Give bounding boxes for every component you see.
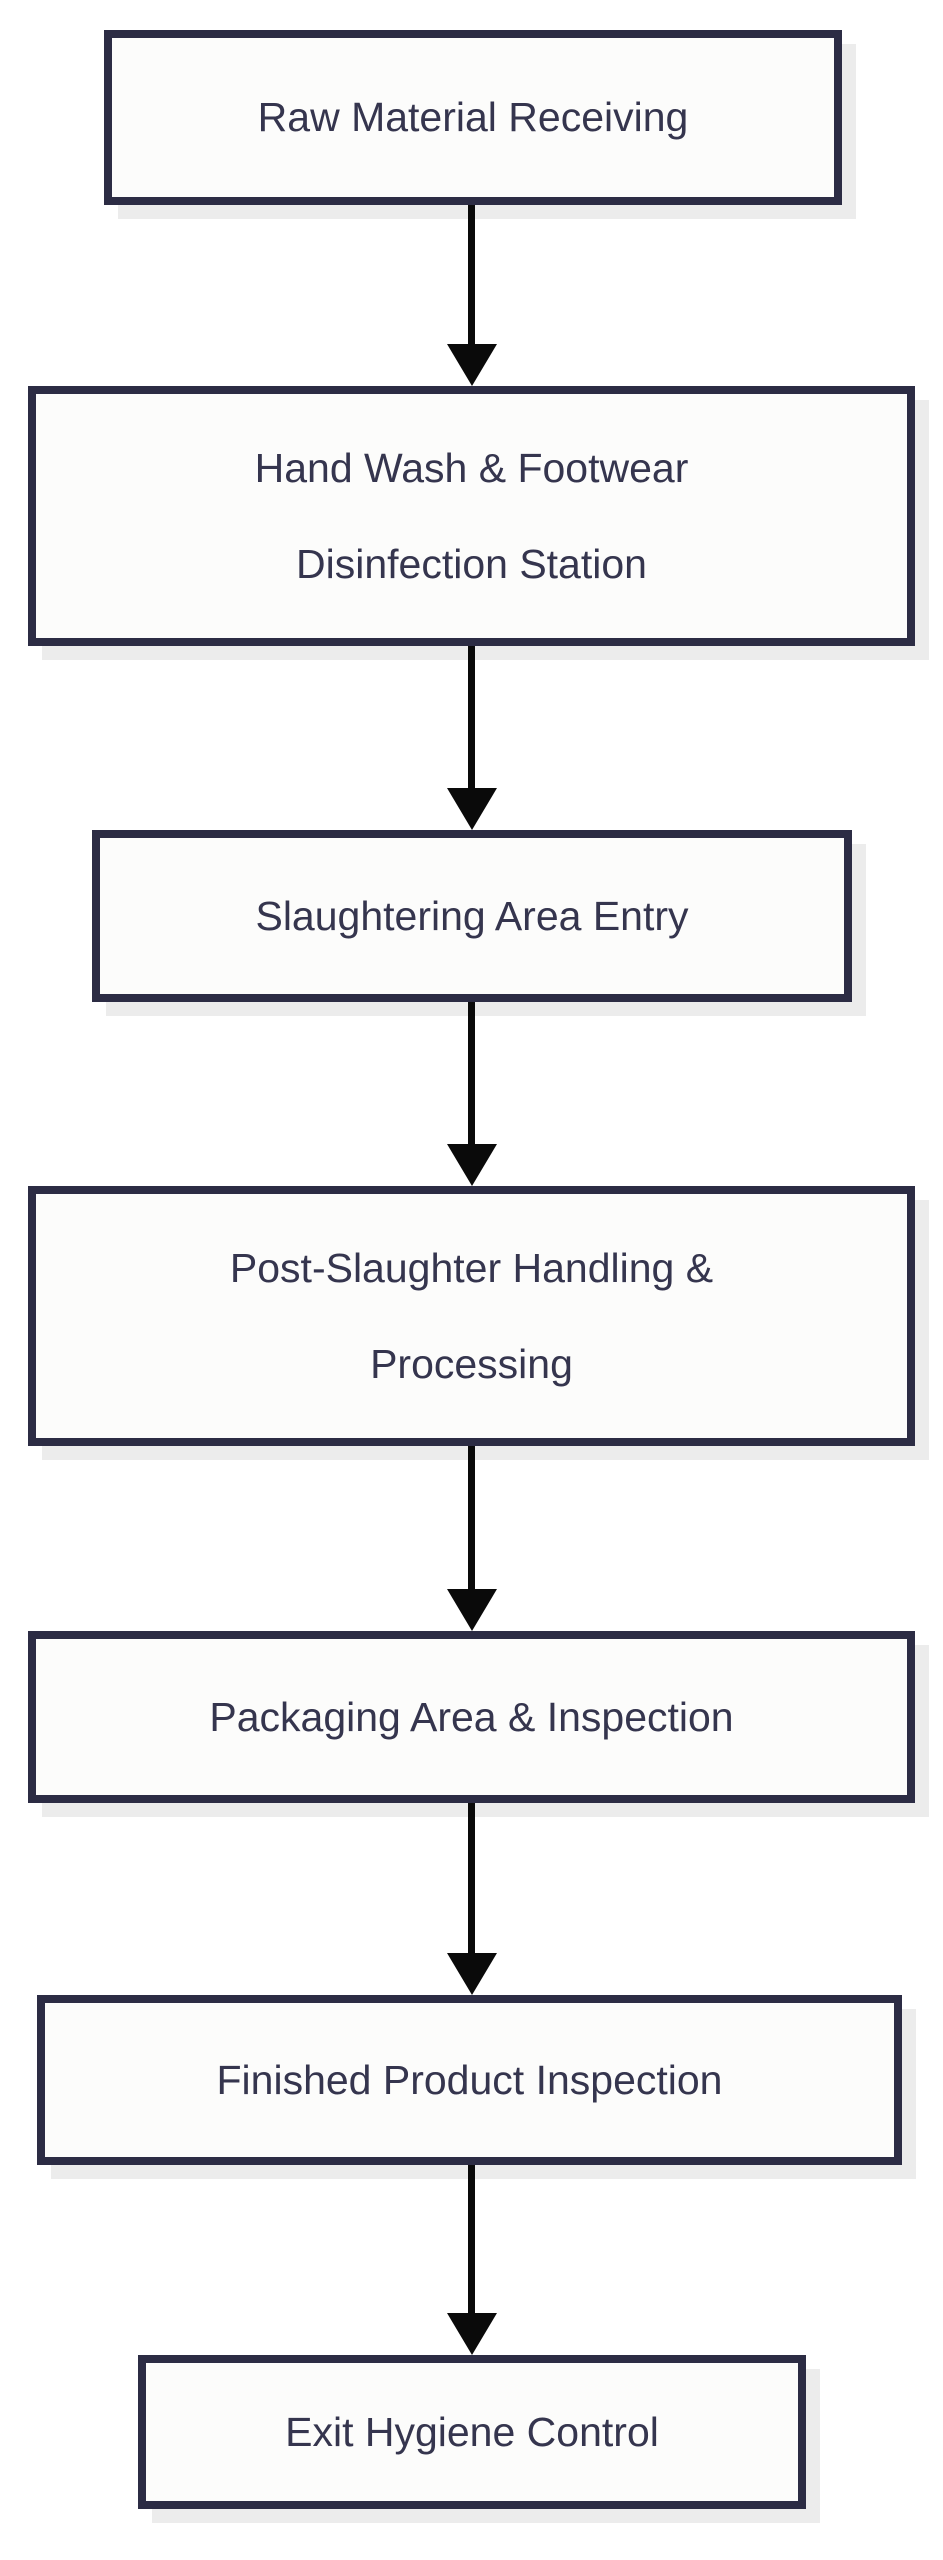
flow-node-raw-material-receiving: Raw Material Receiving	[104, 30, 842, 205]
arrow-shaft	[468, 1002, 475, 1148]
flow-arrow-4	[447, 1446, 497, 1631]
flow-node-label: Slaughtering Area Entry	[255, 892, 689, 939]
flow-arrow-2	[447, 646, 497, 830]
arrow-head-down-icon	[447, 344, 497, 386]
flow-node-finished-product-inspection: Finished Product Inspection	[37, 1995, 902, 2165]
arrow-head-down-icon	[447, 1589, 497, 1631]
flow-node-label: Hand Wash & Footwear Disinfection Statio…	[254, 444, 689, 587]
arrow-head-down-icon	[447, 2313, 497, 2355]
arrow-shaft	[468, 1446, 475, 1593]
arrow-head-down-icon	[447, 788, 497, 830]
flow-arrow-3	[447, 1002, 497, 1186]
arrow-head-down-icon	[447, 1144, 497, 1186]
flow-node-packaging-area-inspection: Packaging Area & Inspection	[28, 1631, 915, 1803]
arrow-shaft	[468, 646, 475, 792]
flow-node-label: Raw Material Receiving	[257, 94, 689, 141]
flow-arrow-6	[447, 2165, 497, 2355]
flow-node-label: Post-Slaughter Handling & Processing	[229, 1244, 714, 1387]
flow-node-label: Finished Product Inspection	[216, 2056, 723, 2103]
flow-node-hand-wash-footwear-disinfection-station: Hand Wash & Footwear Disinfection Statio…	[28, 386, 915, 646]
flow-node-post-slaughter-handling-processing: Post-Slaughter Handling & Processing	[28, 1186, 915, 1446]
arrow-shaft	[468, 1803, 475, 1957]
flow-node-label: Exit Hygiene Control	[285, 2408, 659, 2455]
flow-node-label: Packaging Area & Inspection	[209, 1693, 734, 1740]
arrow-shaft	[468, 205, 475, 348]
flow-node-exit-hygiene-control: Exit Hygiene Control	[138, 2355, 806, 2509]
flow-node-slaughtering-area-entry: Slaughtering Area Entry	[92, 830, 852, 1002]
arrow-head-down-icon	[447, 1953, 497, 1995]
flow-arrow-1	[447, 205, 497, 386]
arrow-shaft	[468, 2165, 475, 2317]
flow-arrow-5	[447, 1803, 497, 1995]
